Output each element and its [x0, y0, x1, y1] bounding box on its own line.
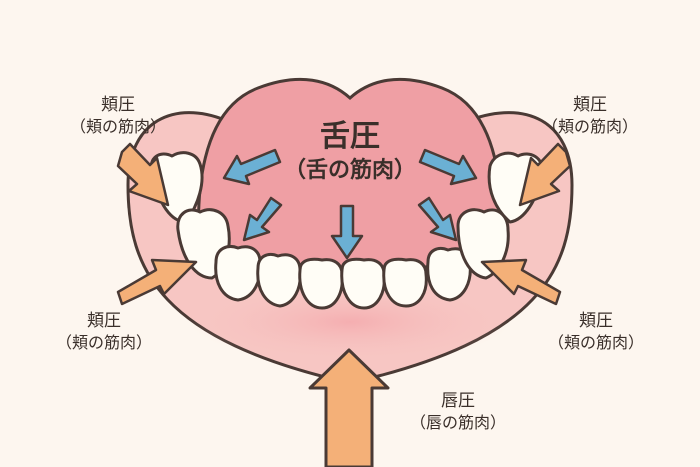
cheek-pressure-title: 頬圧 [579, 311, 613, 331]
arrow-tongue-lower-right [417, 196, 458, 242]
tooth-left-premolar [214, 245, 262, 302]
arrow-cheek-lower-left [116, 258, 198, 306]
arrow-cheek-lower-right [480, 258, 562, 306]
tongue-pressure-arrows [222, 148, 478, 260]
cheek-pressure-label-lower-left: 頬圧 （頬の筋肉） [34, 310, 174, 354]
cheek-pressure-title: 頬圧 [87, 311, 121, 331]
tongue-pressure-label: 舌圧 （舌の筋肉） [250, 118, 450, 186]
tooth-right-incisor-lateral [382, 257, 428, 308]
cheek-pressure-label-lower-right: 頬圧 （頬の筋肉） [526, 310, 666, 354]
lip-pressure-subtitle: （唇の筋肉） [409, 413, 506, 432]
cheek-pressure-subtitle: （頬の筋肉） [541, 117, 638, 136]
arrow-cheek-upper-left [116, 142, 170, 207]
tongue-pressure-title: 舌圧 [320, 119, 380, 154]
tongue-pressure-subtitle: （舌の筋肉） [283, 158, 416, 183]
arrow-lip-up [308, 348, 390, 467]
arrow-tongue-lower-left [242, 196, 283, 242]
cheek-pressure-subtitle: （頬の筋肉） [55, 333, 152, 352]
arrow-tongue-upper-left [222, 148, 282, 186]
cheek-pressure-title: 頬圧 [573, 95, 607, 115]
cheek-pressure-subtitle: （頬の筋肉） [69, 117, 166, 136]
arrow-tongue-down [330, 204, 364, 260]
arrow-cheek-upper-right [518, 142, 572, 207]
teeth [149, 151, 544, 310]
lip-pressure-title: 唇圧 [441, 391, 475, 411]
tooth-left-incisor-central [340, 257, 386, 310]
lip-pressure-label: 唇圧 （唇の筋肉） [388, 390, 528, 434]
cheek-pressure-label-upper-left: 頬圧 （頬の筋肉） [48, 94, 188, 138]
cheek-pressure-title: 頬圧 [101, 95, 135, 115]
cheek-pressure-label-upper-right: 頬圧 （頬の筋肉） [520, 94, 660, 138]
tooth-left-incisor-lateral [298, 257, 344, 310]
arrow-tongue-upper-right [418, 148, 478, 186]
cheek-pressure-subtitle: （頬の筋肉） [547, 333, 644, 352]
cheek-pressure-arrows [116, 142, 572, 306]
tooth-left-canine [256, 253, 302, 308]
